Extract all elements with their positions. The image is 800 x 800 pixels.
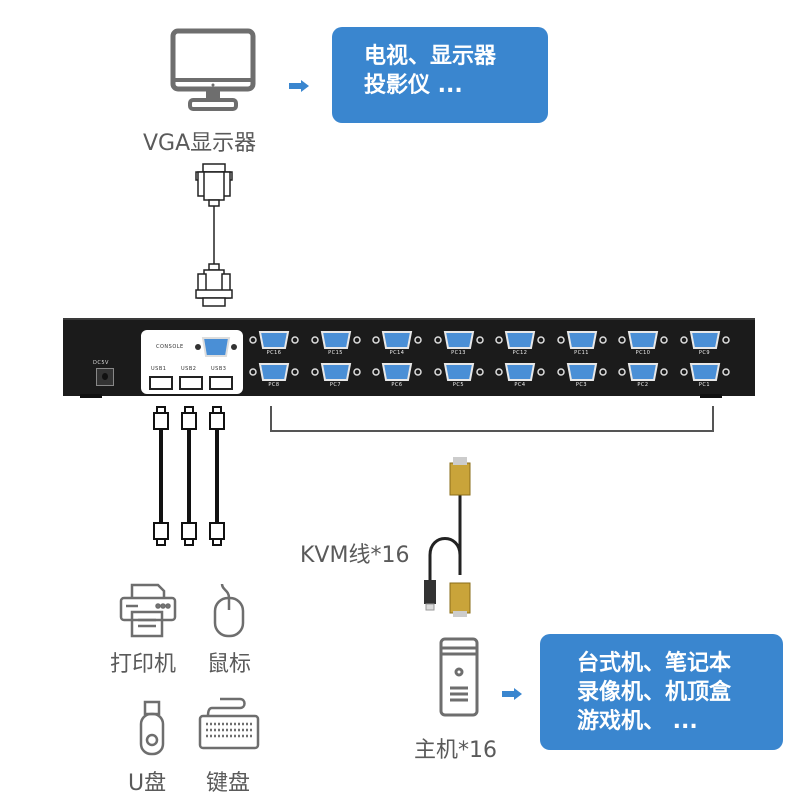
vga-port-pc7: PC7 [310, 362, 362, 392]
monitor-icon [170, 28, 256, 111]
vga-port-pc5: PC5 [433, 362, 485, 392]
vga-connector-icon [495, 331, 545, 349]
usb-drive-icon [139, 700, 165, 756]
mouse-icon [213, 583, 245, 638]
port-label: PC8 [268, 382, 280, 388]
vga-connector-icon [310, 363, 361, 381]
port-label: PC4 [514, 382, 526, 388]
vga-port-pc14: PC14 [371, 330, 423, 360]
port-label: PC6 [391, 382, 403, 388]
vga-connector-icon [495, 363, 545, 381]
port-label: PC14 [389, 350, 405, 356]
display-devices-box: 电视、显示器 投影仪 ... [332, 27, 548, 123]
vga-connector-icon [372, 363, 422, 381]
port-label: PC13 [451, 350, 466, 356]
usb-label: USB2 [181, 366, 197, 372]
host-box-line: 游戏机、 ... [577, 709, 698, 734]
kvm-cable-label: KVM线*16 [300, 543, 410, 568]
vga-port-pc10: PC10 [617, 330, 669, 360]
vga-port-pc2: PC2 [617, 362, 669, 392]
vga-connector-icon [372, 331, 422, 349]
console-panel: CONSOLE USB1 USB2 USB3 [141, 330, 243, 394]
usb-drive-label: U盘 [128, 771, 167, 796]
switch-foot [80, 394, 102, 398]
kvm-switch: DC5V CONSOLE USB1 USB2 USB3 PC16 PC15 PC14… [63, 318, 755, 396]
vga-port-pc1: PC1 [679, 362, 731, 392]
vga-connector-icon [618, 363, 668, 381]
mouse-label: 鼠标 [207, 652, 252, 677]
vga-port-pc6: PC6 [371, 362, 423, 392]
console-vga-port [195, 337, 237, 357]
printer-label: 打印机 [110, 652, 177, 677]
switch-foot [700, 394, 722, 398]
power-label: DC5V [93, 360, 109, 366]
vga-cable-icon [195, 163, 233, 307]
port-label: PC11 [574, 350, 589, 356]
printer-icon [119, 583, 177, 638]
monitor-label: VGA显示器 [143, 131, 257, 156]
usb-cables-icon [153, 406, 225, 546]
host-label: 主机*16 [414, 738, 497, 763]
port-label: PC16 [266, 350, 282, 356]
usb-port [209, 376, 233, 390]
port-label: PC3 [575, 382, 588, 388]
vga-connector-icon [556, 363, 607, 381]
pc-tower-icon [439, 637, 479, 717]
power-jack [96, 368, 114, 386]
usb-label: USB3 [211, 366, 227, 372]
vga-connector-icon [249, 331, 299, 349]
arrow-right-icon [502, 688, 522, 700]
vga-port-pc3: PC3 [556, 362, 608, 392]
vga-port-pc4: PC4 [494, 362, 546, 392]
vga-connector-icon [556, 331, 607, 349]
vga-port-pc11: PC11 [556, 330, 608, 360]
port-label: PC2 [637, 382, 649, 388]
vga-port-pc16: PC16 [248, 330, 300, 360]
vga-port-pc15: PC15 [310, 330, 362, 360]
vga-connector-icon [249, 363, 299, 381]
arrow-right-icon [289, 80, 309, 92]
vga-connector-icon [433, 363, 484, 381]
port-label: PC5 [452, 382, 465, 388]
vga-port-pc12: PC12 [494, 330, 546, 360]
port-label: PC12 [512, 350, 528, 356]
vga-port-pc9: PC9 [679, 330, 731, 360]
port-label: PC15 [328, 350, 343, 356]
host-box-line: 录像机、机顶盒 [577, 680, 732, 705]
port-label: PC7 [329, 382, 342, 388]
console-label: CONSOLE [156, 344, 184, 350]
vga-connector-icon [310, 331, 361, 349]
port-label: PC10 [635, 350, 651, 356]
display-box-line: 电视、显示器 [364, 44, 497, 69]
host-box-line: 台式机、笔记本 [577, 651, 732, 676]
vga-connector-icon [679, 331, 730, 349]
vga-connector-icon [618, 331, 668, 349]
keyboard-icon [198, 697, 260, 750]
kvm-cable-icon [424, 457, 471, 617]
vga-port-pc8: PC8 [248, 362, 300, 392]
vga-connector-icon [679, 363, 730, 381]
port-label: PC1 [698, 382, 711, 388]
keyboard-label: 键盘 [206, 771, 251, 796]
port-label: PC9 [698, 350, 711, 356]
vga-connector-icon [433, 331, 484, 349]
display-box-line: 投影仪 ... [364, 73, 463, 98]
vga-port-pc13: PC13 [433, 330, 485, 360]
usb-label: USB1 [151, 366, 167, 372]
usb-port [179, 376, 203, 390]
usb-port [149, 376, 173, 390]
host-devices-box: 台式机、笔记本 录像机、机顶盒 游戏机、 ... [540, 634, 783, 750]
ports-bracket [270, 406, 714, 432]
